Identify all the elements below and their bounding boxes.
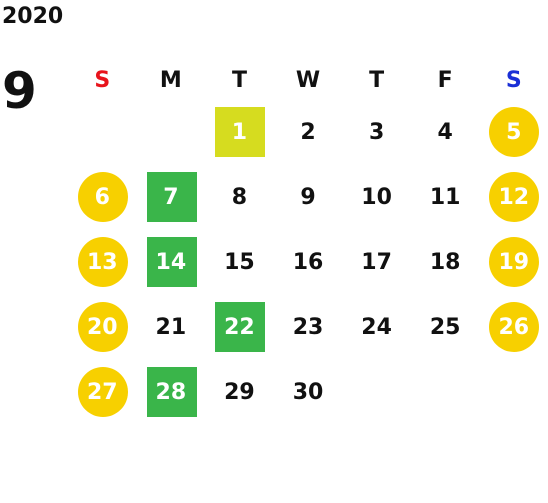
day-cell[interactable]: 13 (68, 230, 137, 295)
day-number: 23 (292, 315, 324, 340)
empty-cell (411, 360, 480, 425)
day-cell[interactable]: 18 (411, 230, 480, 295)
day-number: 3 (368, 120, 385, 145)
week-row: 6 7 8 9 10 11 12 (68, 165, 548, 230)
day-number: 15 (224, 250, 255, 275)
empty-cell (479, 360, 548, 425)
day-cell[interactable]: 5 (479, 100, 548, 165)
day-number: 25 (429, 315, 461, 340)
empty-cell (137, 100, 206, 165)
day-cell[interactable]: 23 (274, 295, 343, 360)
day-number: 20 (86, 315, 118, 340)
day-cell[interactable]: 30 (274, 360, 343, 425)
day-cell[interactable]: 4 (411, 100, 480, 165)
day-cell[interactable]: 29 (205, 360, 274, 425)
day-number: 4 (437, 120, 453, 145)
day-cell[interactable]: 20 (68, 295, 137, 360)
weekday-sunday: S (94, 67, 111, 93)
weekday-saturday: S (505, 67, 522, 93)
day-number: 13 (86, 250, 118, 275)
empty-cell (68, 100, 137, 165)
day-number: 24 (361, 315, 392, 340)
day-number: 30 (292, 380, 324, 405)
day-cell[interactable]: 26 (479, 295, 548, 360)
day-cell[interactable]: 16 (274, 230, 343, 295)
day-cell[interactable]: 12 (479, 165, 548, 230)
day-cell[interactable]: 25 (411, 295, 480, 360)
day-cell[interactable]: 8 (205, 165, 274, 230)
day-number: 11 (429, 185, 461, 210)
day-cell[interactable]: 11 (411, 165, 480, 230)
day-cell[interactable]: 19 (479, 230, 548, 295)
day-number: 28 (155, 380, 187, 405)
day-number: 7 (163, 185, 179, 210)
day-cell[interactable]: 2 (274, 100, 343, 165)
month-number: 9 (2, 62, 37, 120)
day-cell[interactable]: 15 (205, 230, 274, 295)
day-number: 26 (498, 315, 530, 340)
year-label: 2020 (2, 4, 64, 29)
day-number: 17 (361, 250, 392, 275)
day-number: 1 (231, 120, 248, 145)
week-row: 27 28 29 30 (68, 360, 548, 425)
day-number: 27 (86, 380, 118, 405)
day-number: 29 (224, 380, 255, 405)
day-number: 16 (292, 250, 324, 275)
day-number: 21 (155, 315, 187, 340)
day-number: 2 (300, 120, 316, 145)
day-number: 6 (94, 185, 110, 210)
week-row: 1 2 3 4 5 (68, 100, 548, 165)
day-number: 9 (300, 185, 316, 210)
weekday-monday: M (159, 67, 182, 93)
day-number: 10 (361, 185, 392, 210)
week-row: 20 21 22 23 24 25 26 (68, 295, 548, 360)
day-cell[interactable]: 3 (342, 100, 411, 165)
day-number: 18 (429, 250, 461, 275)
weekday-tuesday: T (231, 67, 247, 93)
day-number: 14 (155, 250, 187, 275)
day-number: 12 (498, 185, 530, 210)
day-number: 22 (224, 315, 255, 340)
week-row: 13 14 15 16 17 18 19 (68, 230, 548, 295)
day-cell[interactable]: 21 (137, 295, 206, 360)
day-cell[interactable]: 27 (68, 360, 137, 425)
day-cell[interactable]: 17 (342, 230, 411, 295)
day-cell[interactable]: 1 (205, 100, 274, 165)
day-cell[interactable]: 7 (137, 165, 206, 230)
day-number: 5 (506, 120, 522, 145)
day-cell[interactable]: 14 (137, 230, 206, 295)
day-number: 8 (231, 185, 248, 210)
weekday-friday: F (437, 67, 453, 93)
day-cell[interactable]: 24 (342, 295, 411, 360)
day-cell[interactable]: 22 (205, 295, 274, 360)
empty-cell (342, 360, 411, 425)
day-number: 19 (498, 250, 530, 275)
weekday-header-row: S M T W T F S (68, 60, 548, 100)
day-cell[interactable]: 9 (274, 165, 343, 230)
day-cell[interactable]: 6 (68, 165, 137, 230)
weekday-wednesday: W (295, 67, 321, 93)
day-cell[interactable]: 10 (342, 165, 411, 230)
day-cell[interactable]: 28 (137, 360, 206, 425)
weekday-thursday: T (369, 67, 385, 93)
